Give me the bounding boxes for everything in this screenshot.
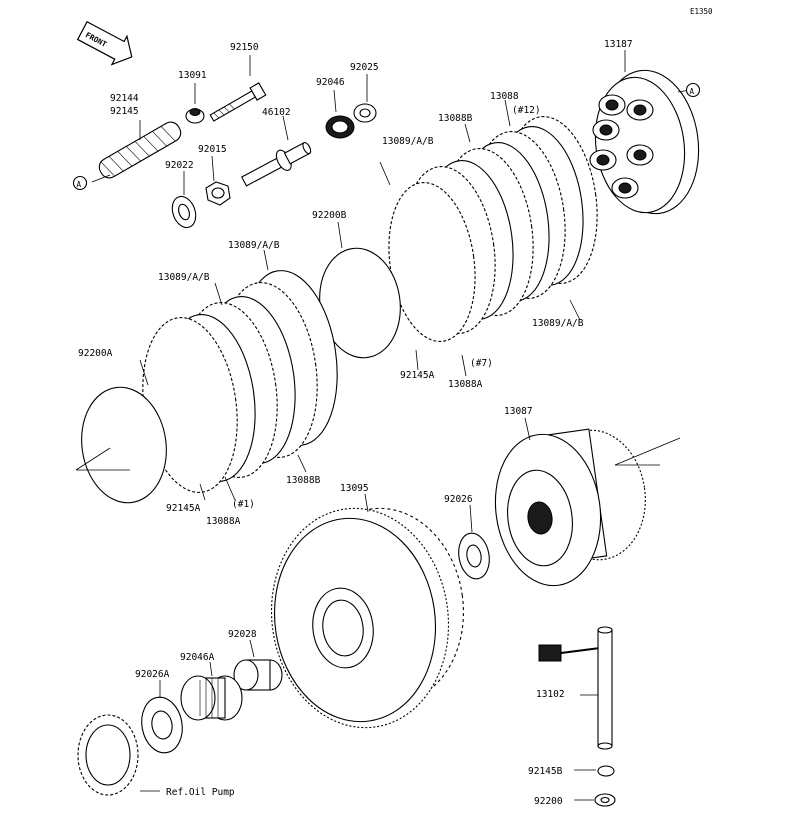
label-92046a: 92046A — [180, 652, 215, 663]
label-qty-1: (#1) — [232, 499, 255, 510]
svg-text:A: A — [690, 87, 695, 96]
label-13089ab-left: 13089/A/B — [158, 272, 210, 283]
label-13088a-mid: 13088A — [448, 379, 483, 390]
release-shaft-part — [538, 626, 613, 750]
ref-a-marker-right: A — [685, 82, 701, 98]
label-13187: 13187 — [604, 39, 633, 50]
label-qty-12: (#12) — [512, 105, 541, 116]
snap-ring-part — [597, 765, 615, 777]
label-qty-7: (#7) — [470, 358, 493, 369]
push-rod-part — [241, 142, 312, 187]
label-13089ab-top: 13089/A/B — [382, 136, 434, 147]
front-arrow-icon: FRONT — [76, 20, 133, 66]
label-13089ab-right: 13089/A/B — [532, 318, 584, 329]
collar-part — [185, 108, 205, 124]
label-46102: 46102 — [262, 107, 291, 118]
label-92046: 92046 — [316, 77, 345, 88]
pressure-plate-part — [589, 69, 700, 215]
washer-part-shaft — [594, 793, 616, 807]
label-92145b: 92145B — [528, 766, 563, 777]
label-92015: 92015 — [198, 144, 227, 155]
label-92200: 92200 — [534, 796, 563, 807]
label-13095: 13095 — [340, 483, 369, 494]
nut-part — [205, 181, 231, 206]
label-92145a-low: 92145A — [166, 503, 201, 514]
label-13088a-low: 13088A — [206, 516, 241, 527]
label-13087: 13087 — [504, 406, 533, 417]
wire-ring-part-lower — [81, 386, 167, 504]
label-13102: 13102 — [536, 689, 565, 700]
upper-clutch-plates — [388, 116, 598, 342]
label-92025: 92025 — [350, 62, 379, 73]
bolt-part — [209, 82, 267, 122]
label-92144: 92144 — [110, 93, 139, 104]
label-ref-oil-pump: Ref.Oil Pump — [166, 787, 235, 798]
label-92145a-mid: 92145A — [400, 370, 435, 381]
ref-a-marker-left: A — [72, 175, 88, 191]
diagram-code: E1350 — [690, 7, 713, 16]
label-13088b-top: 13088B — [438, 113, 473, 124]
label-92200b: 92200B — [312, 210, 347, 221]
label-92028: 92028 — [228, 629, 257, 640]
label-92145: 92145 — [110, 106, 139, 117]
washer-part-bottom — [141, 696, 183, 754]
label-92150: 92150 — [230, 42, 259, 53]
svg-text:A: A — [77, 180, 82, 189]
label-92200a: 92200A — [78, 348, 113, 359]
washer-part-top — [353, 103, 377, 123]
needle-bearing-part — [180, 675, 243, 721]
label-92022: 92022 — [165, 160, 194, 171]
label-13088b-low: 13088B — [286, 475, 321, 486]
clutch-spring-part — [98, 121, 182, 179]
sleeve-part — [233, 659, 283, 691]
label-92026a: 92026A — [135, 669, 170, 680]
label-13088-top: 13088 — [490, 91, 519, 102]
oil-seal-part — [325, 115, 355, 139]
label-13089ab-mid: 13089/A/B — [228, 240, 280, 251]
oil-pump-gear-part — [77, 714, 139, 796]
washer-part-hub — [458, 532, 490, 580]
label-13091: 13091 — [178, 70, 207, 81]
clutch-housing-part — [270, 507, 464, 729]
washer-part-left — [171, 195, 197, 229]
label-92026: 92026 — [444, 494, 473, 505]
clutch-hub-part — [494, 428, 646, 587]
